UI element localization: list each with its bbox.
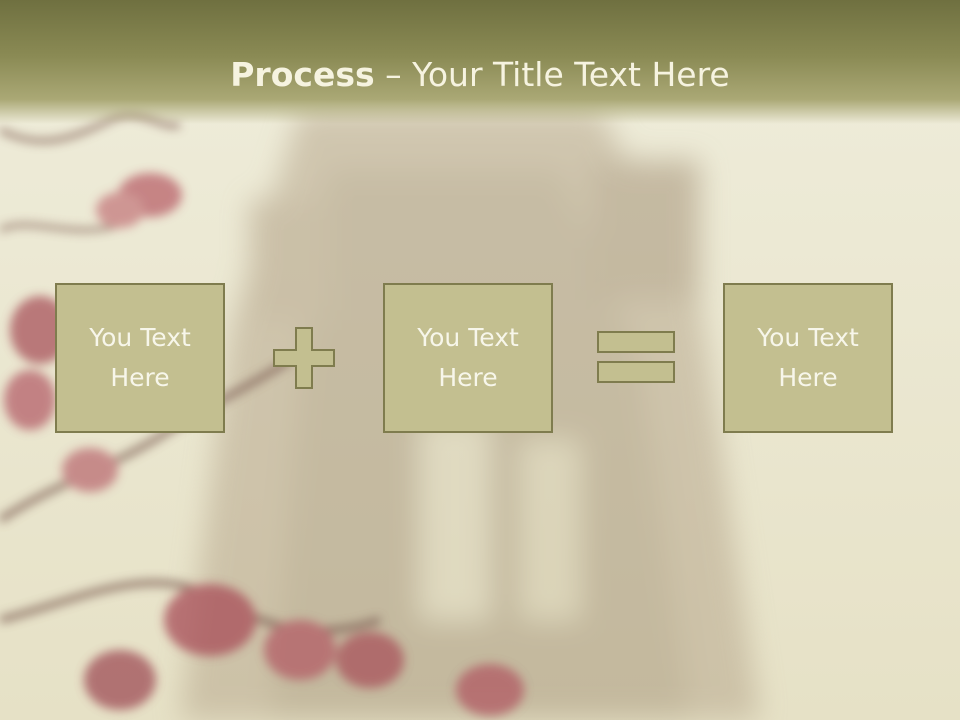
slide-title: Process – Your Title Text Here (0, 52, 960, 98)
title-bold: Process (230, 55, 375, 94)
plus-icon (273, 327, 335, 389)
text-box-1[interactable]: You Text Here (55, 283, 225, 433)
text-box-1-label: You Text Here (89, 323, 191, 392)
text-box-2-label: You Text Here (417, 323, 519, 392)
text-box-3-label: You Text Here (757, 323, 859, 392)
text-box-2[interactable]: You Text Here (383, 283, 553, 433)
title-rest: – Your Title Text Here (374, 55, 730, 94)
title-band (0, 0, 960, 124)
equals-icon (597, 331, 675, 383)
text-box-3[interactable]: You Text Here (723, 283, 893, 433)
